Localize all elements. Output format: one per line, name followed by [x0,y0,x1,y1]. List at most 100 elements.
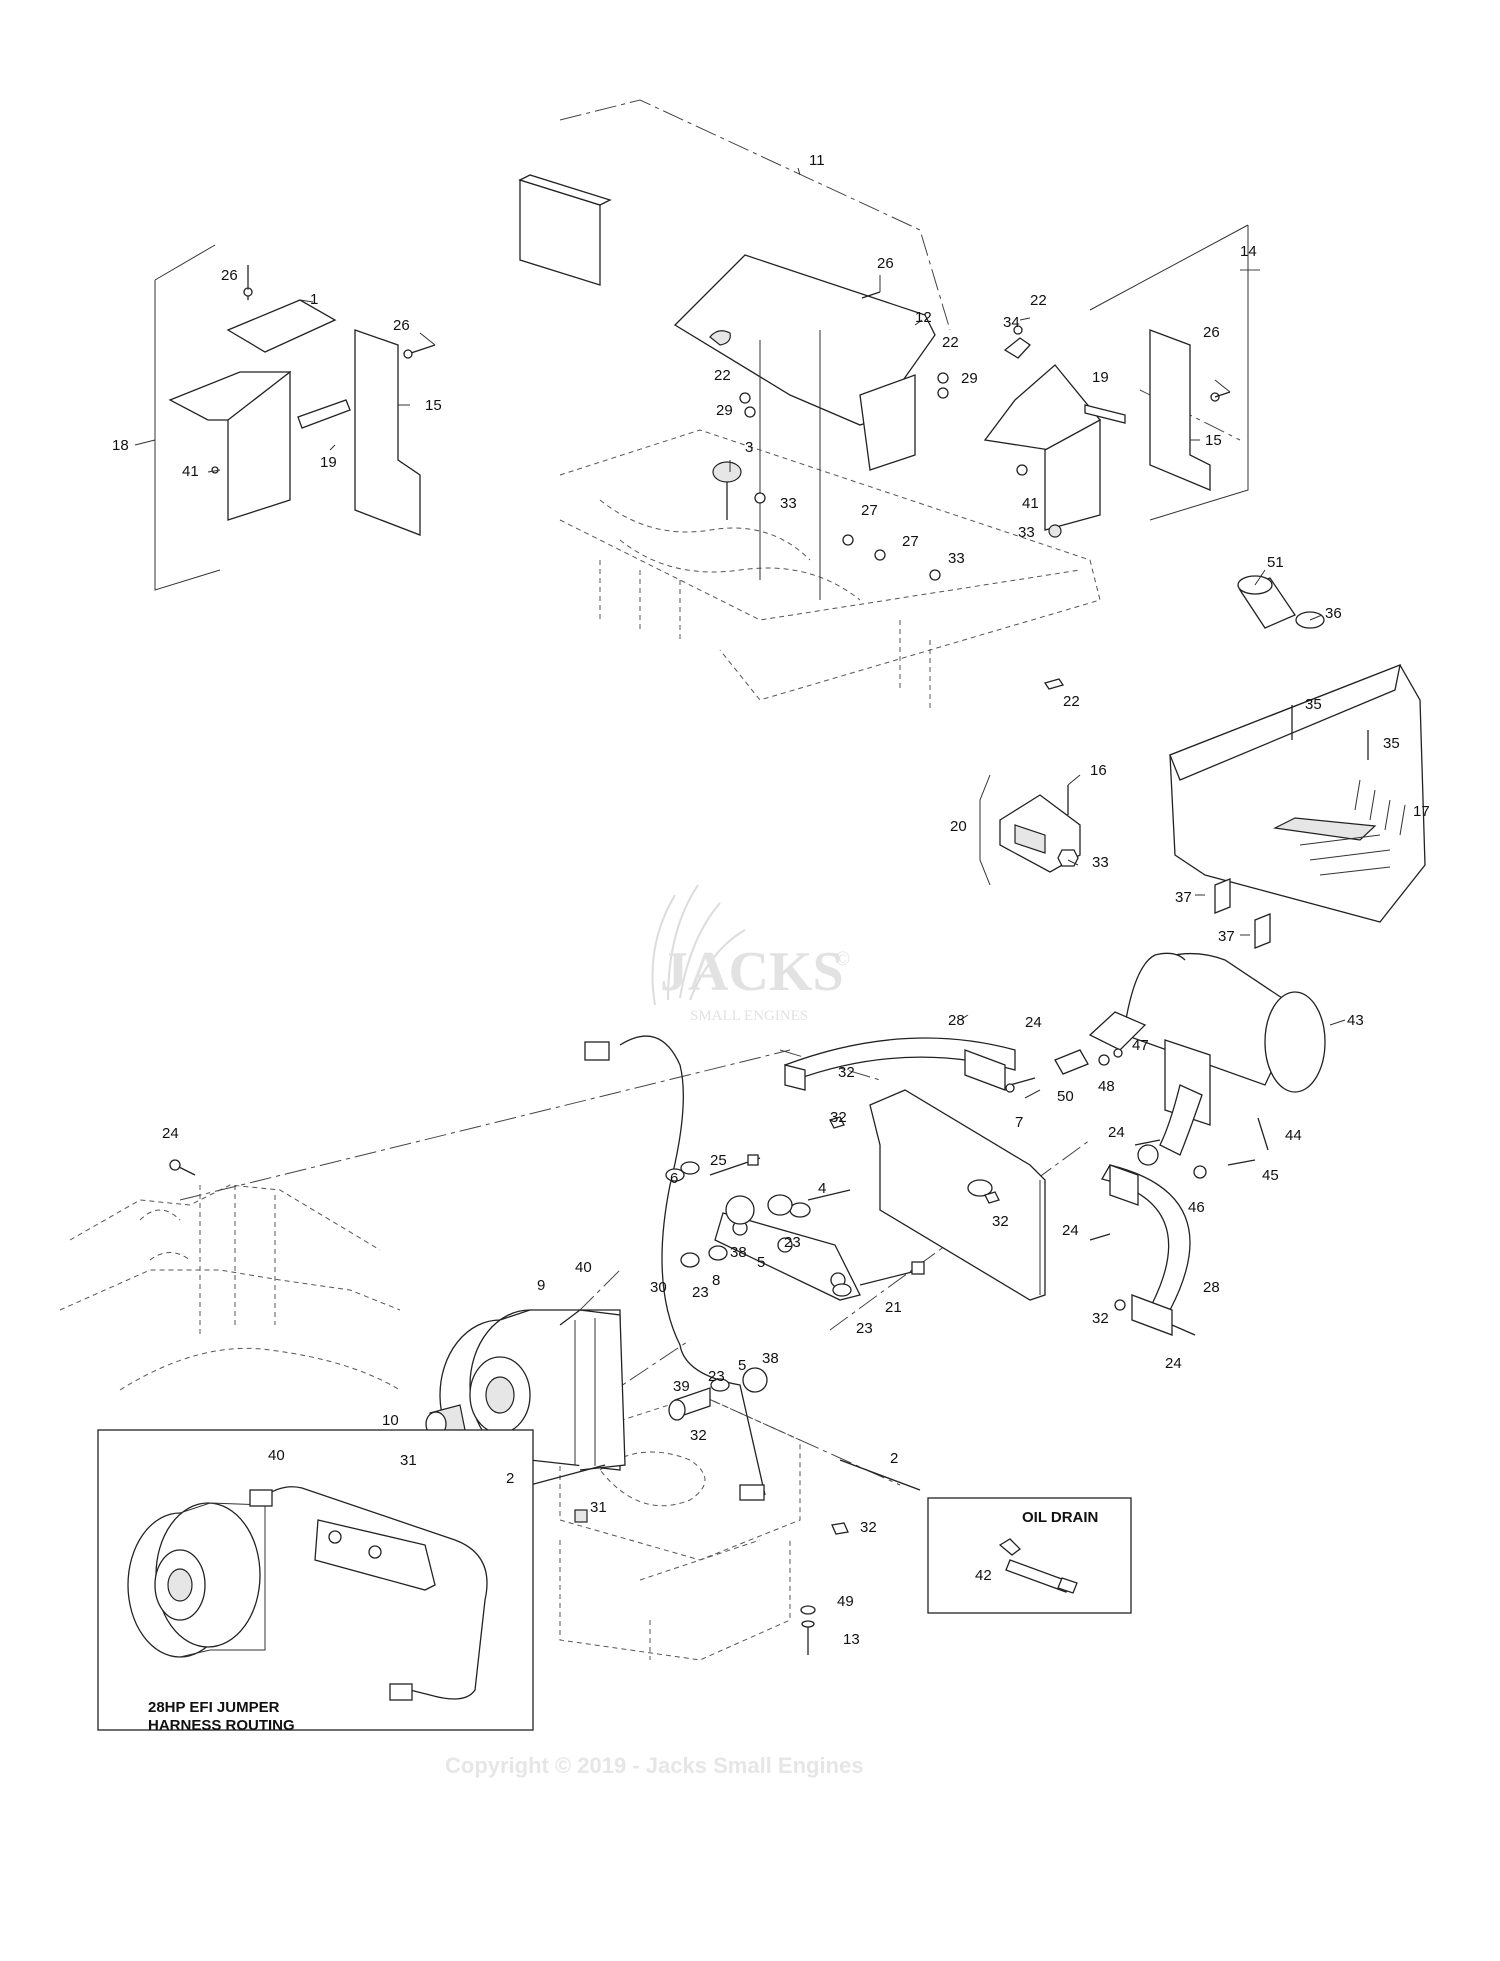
callout-34: 34 [1003,314,1020,331]
callout-22d: 22 [1063,693,1080,710]
mount-plate-7 [869,1089,1046,1301]
callout-33d: 33 [1092,854,1109,871]
harness-40 [584,1035,766,1501]
right-bolts [169,1077,1256,1336]
oil-drain-inset: OIL DRAIN [927,1497,1132,1614]
callout-31a: 31 [400,1452,417,1469]
callout-26c: 26 [877,255,894,272]
callout-33c: 33 [948,550,965,567]
callout-41b: 41 [1022,495,1039,512]
callout-33b: 33 [1018,524,1035,541]
hardware-stack [665,1154,925,1421]
callout-32f: 32 [860,1519,877,1536]
callout-21: 21 [885,1299,902,1316]
callout-32b: 32 [830,1109,847,1126]
watermark-logo-sub: SMALL ENGINES [690,1008,808,1024]
callout-3: 3 [745,439,753,456]
callout-27b: 27 [902,533,919,550]
callout-17-label: 17 [1413,803,1430,820]
callout-19a: 19 [320,454,337,471]
watermark-logo: JACKS SMALL ENGINES © [651,884,850,1024]
callout-48: 48 [1098,1078,1115,1095]
callout-5a: 5 [757,1254,765,1271]
leader-lines [134,167,1346,1099]
callout-45: 45 [1262,1167,1279,1184]
copyright-text: Copyright © 2019 - Jacks Small Engines [445,1753,863,1778]
callout-23c: 23 [856,1320,873,1337]
callout-51: 51 [1267,554,1284,571]
callout-27a: 27 [861,502,878,519]
callout-35a: 35 [1305,696,1322,713]
callout-32e: 32 [690,1427,707,1444]
callout-49: 49 [837,1593,854,1610]
callout-26b: 26 [393,317,410,334]
callout-30: 30 [650,1279,667,1296]
callout-20: 20 [950,818,967,835]
callout-47: 47 [1132,1037,1149,1054]
callout-11: 11 [809,152,825,169]
callout-24e: 24 [1165,1355,1182,1372]
callout-1: 1 [310,291,318,308]
callout-22a: 22 [1030,292,1047,309]
callout-18: 18 [112,437,129,454]
callout-43: 43 [1347,1012,1364,1029]
watermark-logo-mark: © [835,948,850,970]
bracket-20 [979,774,1081,886]
heat-shield-17 [1169,663,1426,949]
callout-38b: 38 [762,1350,779,1367]
callout-7: 7 [1015,1114,1023,1131]
callout-24b: 24 [162,1125,179,1142]
callout-31b: 31 [590,1499,607,1516]
muffler-43 [1054,952,1326,1166]
harness-routing-inset: 28HP EFI JUMPER HARNESS ROUTING [97,1429,534,1734]
callout-2a: 2 [890,1450,898,1467]
callout-33a: 33 [780,495,797,512]
shaft-2 [529,1459,921,1491]
callout-40b: 40 [268,1447,285,1464]
callout-44: 44 [1285,1127,1302,1144]
callout-26d: 26 [1203,324,1220,341]
harness-title-line2: HARNESS ROUTING [148,1717,295,1734]
callout-39: 39 [673,1378,690,1395]
callout-36: 36 [1325,605,1342,622]
callout-8: 8 [712,1272,720,1289]
callout-19b: 19 [1092,369,1109,386]
callout-2b: 2 [506,1470,514,1487]
callout-22b: 22 [942,334,959,351]
callout-5b: 5 [738,1357,746,1374]
callout-4: 4 [818,1180,826,1197]
callouts: 11 26 1 26 15 19 41 18 26 22 14 12 34 26… [112,152,1430,1648]
callout-14: 14 [1240,243,1257,260]
watermark-logo-main: JACKS [660,941,844,1003]
plate-12 [673,254,936,600]
callout-6: 6 [670,1170,678,1187]
callout-32a: 32 [838,1064,855,1081]
callout-38a: 38 [730,1244,747,1261]
callout-28b: 28 [1203,1279,1220,1296]
callout-23b: 23 [692,1284,709,1301]
callout-46: 46 [1188,1199,1205,1216]
callout-23d-label: 23 [708,1368,725,1385]
hanger-28-lower [1101,1164,1191,1336]
callout-32c: 32 [992,1213,1009,1230]
callout-37b: 37 [1218,928,1235,945]
callout-12: 12 [915,309,932,326]
callout-37a: 37 [1175,889,1192,906]
callout-42: 42 [975,1567,992,1584]
callout-23a: 23 [784,1234,801,1251]
bottom-fasteners [800,1116,1000,1655]
bracket-assembly-18 [154,244,436,591]
callout-13-label: 13 [843,1631,860,1648]
chassis-phantom [59,429,1101,1661]
callout-24c: 24 [1108,1124,1125,1141]
callout-24d: 24 [1062,1222,1079,1239]
hanger-28-upper [784,1037,1016,1091]
oil-drain-title: OIL DRAIN [1022,1509,1098,1526]
top-fasteners [712,291,1065,690]
callout-26a: 26 [221,267,238,284]
callout-40a: 40 [575,1259,592,1276]
callout-50: 50 [1057,1088,1074,1105]
cap-51 [1237,575,1296,629]
harness-title-line1: 28HP EFI JUMPER [148,1699,280,1716]
